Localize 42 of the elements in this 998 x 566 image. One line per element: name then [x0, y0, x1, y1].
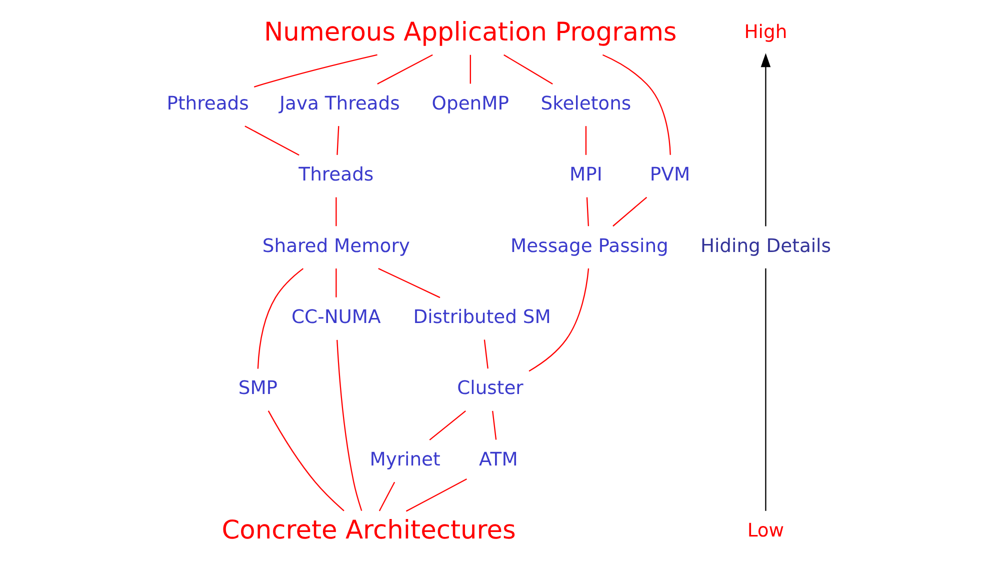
connector — [470, 54, 471, 84]
node-text: Skeletons — [540, 93, 632, 114]
connector — [268, 410, 344, 512]
connector — [602, 54, 671, 155]
connector — [336, 197, 337, 226]
connector — [585, 126, 587, 155]
connector — [378, 268, 440, 298]
connector — [336, 268, 337, 298]
connector — [528, 268, 590, 372]
node-text: PVM — [650, 164, 690, 186]
node-text: Java Threads — [280, 93, 400, 114]
connector — [586, 197, 590, 226]
node-text: Pthreads — [166, 93, 249, 114]
connector — [492, 410, 497, 440]
connector — [406, 478, 467, 512]
node-text: Message Passing — [510, 236, 668, 257]
label: Low — [747, 520, 784, 542]
connector — [254, 54, 378, 88]
node-text: Numerous Application Programs — [264, 17, 677, 48]
node-text: SMP — [238, 378, 278, 400]
connector — [257, 268, 304, 369]
node-text: MPI — [570, 164, 602, 186]
connector — [336, 340, 362, 511]
connector — [484, 340, 488, 369]
node-text: Cluster — [457, 378, 524, 400]
connector — [244, 126, 300, 156]
node-text: Threads — [298, 164, 374, 186]
connector — [504, 54, 553, 84]
label: High — [744, 22, 788, 44]
node-text: Distributed SM — [413, 307, 551, 328]
connector — [612, 196, 648, 227]
node-text: Concrete Architectures — [222, 516, 516, 546]
node-text: OpenMP — [432, 93, 509, 114]
label: Hiding Details — [700, 236, 831, 257]
node-text: Myrinet — [370, 449, 440, 470]
node-text: CC-NUMA — [292, 307, 381, 328]
node-text: ATM — [479, 449, 518, 470]
connector — [429, 410, 466, 440]
connector — [377, 54, 433, 84]
connector — [378, 482, 396, 512]
node-text: Shared Memory — [262, 236, 410, 257]
connector — [336, 126, 340, 155]
